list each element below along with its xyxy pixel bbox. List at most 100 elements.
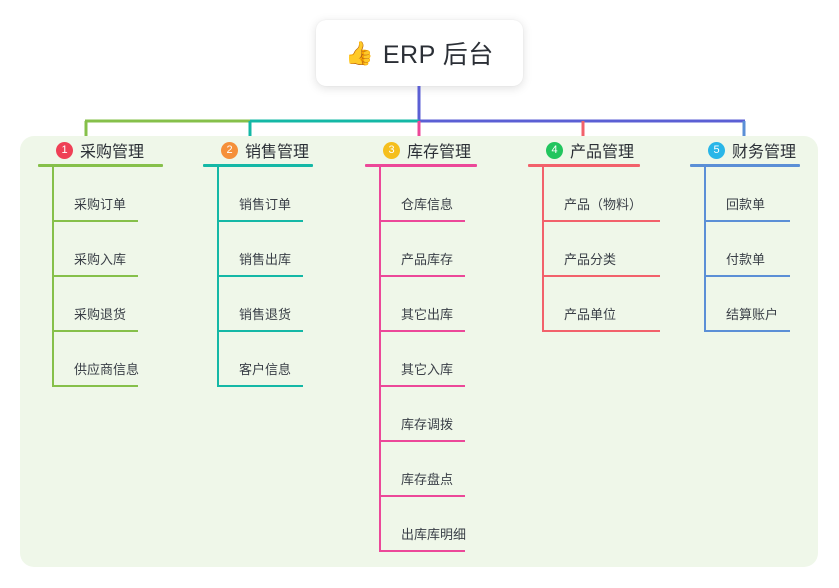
branch-header-rule	[528, 164, 640, 167]
branch-spine	[542, 167, 544, 332]
branch-spine	[52, 167, 54, 387]
branch-item[interactable]: 客户信息	[217, 332, 361, 387]
branch-header-rule	[203, 164, 313, 167]
branch-item[interactable]: 销售订单	[217, 167, 361, 222]
branch-header-rule	[365, 164, 477, 167]
branch-number-badge: 1	[56, 141, 73, 159]
branch-item-rule	[52, 385, 138, 387]
branch-header-rule	[690, 164, 800, 167]
branch-spine	[379, 167, 381, 552]
branch-item-rule	[379, 330, 465, 332]
branch-item-rule	[542, 330, 660, 332]
branch-item-label: 采购订单	[74, 197, 127, 212]
branch-item[interactable]: 出库库明细	[379, 497, 525, 552]
branch-spine	[217, 167, 219, 387]
branch-item-label: 采购入库	[74, 252, 127, 267]
branch-item-label: 回款单	[726, 197, 766, 212]
root-node[interactable]: 👍 ERP 后台	[316, 20, 523, 86]
branch-item-label: 销售退货	[239, 307, 292, 322]
branch-item-label: 结算账户	[726, 307, 779, 322]
branch-item[interactable]: 库存盘点	[379, 442, 525, 497]
branch-children: 采购订单采购入库采购退货供应商信息	[38, 167, 198, 387]
branch-item-label: 出库库明细	[401, 527, 467, 542]
branch-item[interactable]: 供应商信息	[52, 332, 198, 387]
branch-item-label: 付款单	[726, 252, 766, 267]
branch-header-2[interactable]: 2 销售管理	[203, 136, 361, 164]
branches-panel: 1 采购管理采购订单采购入库采购退货供应商信息 2 销售管理销售订单销售出库销售退货客…	[20, 136, 818, 567]
branch-title: 销售管理	[245, 144, 310, 161]
branch-item[interactable]: 产品（物料）	[542, 167, 686, 222]
branch-item[interactable]: 产品库存	[379, 222, 525, 277]
branch-item-rule	[379, 550, 465, 552]
branch-number-badge: 4	[546, 141, 563, 159]
branch-item[interactable]: 采购入库	[52, 222, 198, 277]
branch-item-rule	[217, 275, 303, 277]
branch-item-label: 其它出库	[401, 307, 454, 322]
branch-item[interactable]: 结算账户	[704, 277, 830, 332]
branch-item-rule	[542, 275, 660, 277]
branch-item-rule	[704, 220, 790, 222]
branch-item-label: 供应商信息	[74, 362, 140, 377]
branch-children: 回款单付款单结算账户	[690, 167, 830, 332]
branch-item-label: 销售订单	[239, 197, 292, 212]
branch-item-rule	[52, 275, 138, 277]
branch-item[interactable]: 产品单位	[542, 277, 686, 332]
root-title: ERP 后台	[382, 41, 494, 69]
branch-header-4[interactable]: 4 产品管理	[528, 136, 686, 164]
branch-title: 库存管理	[407, 144, 472, 161]
branch-item-label: 产品（物料）	[564, 197, 643, 212]
branch-item[interactable]: 销售退货	[217, 277, 361, 332]
branch-item[interactable]: 回款单	[704, 167, 830, 222]
branch-item-label: 库存调拨	[401, 417, 454, 432]
branch-item-rule	[704, 275, 790, 277]
branch-children: 仓库信息产品库存其它出库其它入库库存调拨库存盘点出库库明细	[365, 167, 525, 552]
branch-item-rule	[52, 220, 138, 222]
branch-item[interactable]: 其它入库	[379, 332, 525, 387]
branch-children: 产品（物料） 产品分类产品单位	[528, 167, 686, 332]
branch-item-rule	[217, 330, 303, 332]
branch-column-2: 2 销售管理销售订单销售出库销售退货客户信息	[203, 136, 361, 387]
branch-header-rule	[38, 164, 163, 167]
branch-item-label: 库存盘点	[401, 472, 454, 487]
branch-header-1[interactable]: 1 采购管理	[38, 136, 198, 164]
branch-item-label: 产品单位	[564, 307, 617, 322]
branch-header-5[interactable]: 5 财务管理	[690, 136, 830, 164]
branch-column-4: 4 产品管理产品（物料） 产品分类产品单位	[528, 136, 686, 332]
branch-item-label: 产品分类	[564, 252, 617, 267]
branch-children: 销售订单销售出库销售退货客户信息	[203, 167, 361, 387]
branch-item-rule	[379, 385, 465, 387]
branch-item-rule	[52, 330, 138, 332]
branch-item-rule	[542, 220, 660, 222]
branch-number-badge: 2	[221, 141, 238, 159]
branch-item[interactable]: 仓库信息	[379, 167, 525, 222]
branch-item-label: 销售出库	[239, 252, 292, 267]
branch-item[interactable]: 产品分类	[542, 222, 686, 277]
branch-title: 财务管理	[732, 144, 797, 161]
branch-item-label: 产品库存	[401, 252, 454, 267]
branch-item-rule	[217, 385, 303, 387]
branch-item-rule	[379, 440, 465, 442]
branch-item-rule	[379, 275, 465, 277]
branch-title: 采购管理	[80, 144, 145, 161]
branch-column-1: 1 采购管理采购订单采购入库采购退货供应商信息	[38, 136, 198, 387]
branch-title: 产品管理	[570, 144, 635, 161]
branch-item[interactable]: 采购退货	[52, 277, 198, 332]
branch-item-label: 仓库信息	[401, 197, 454, 212]
branch-item-rule	[379, 495, 465, 497]
branch-item[interactable]: 库存调拨	[379, 387, 525, 442]
branch-item[interactable]: 付款单	[704, 222, 830, 277]
branch-item-label: 其它入库	[401, 362, 454, 377]
thumbs-up-icon: 👍	[345, 39, 374, 66]
branch-column-5: 5 财务管理回款单付款单结算账户	[690, 136, 830, 332]
branch-spine	[704, 167, 706, 332]
branch-item-rule	[704, 330, 790, 332]
branch-number-badge: 5	[708, 141, 725, 159]
branch-item-label: 采购退货	[74, 307, 127, 322]
branch-item[interactable]: 其它出库	[379, 277, 525, 332]
branch-item-rule	[379, 220, 465, 222]
branch-item-rule	[217, 220, 303, 222]
branch-item[interactable]: 销售出库	[217, 222, 361, 277]
branch-item[interactable]: 采购订单	[52, 167, 198, 222]
